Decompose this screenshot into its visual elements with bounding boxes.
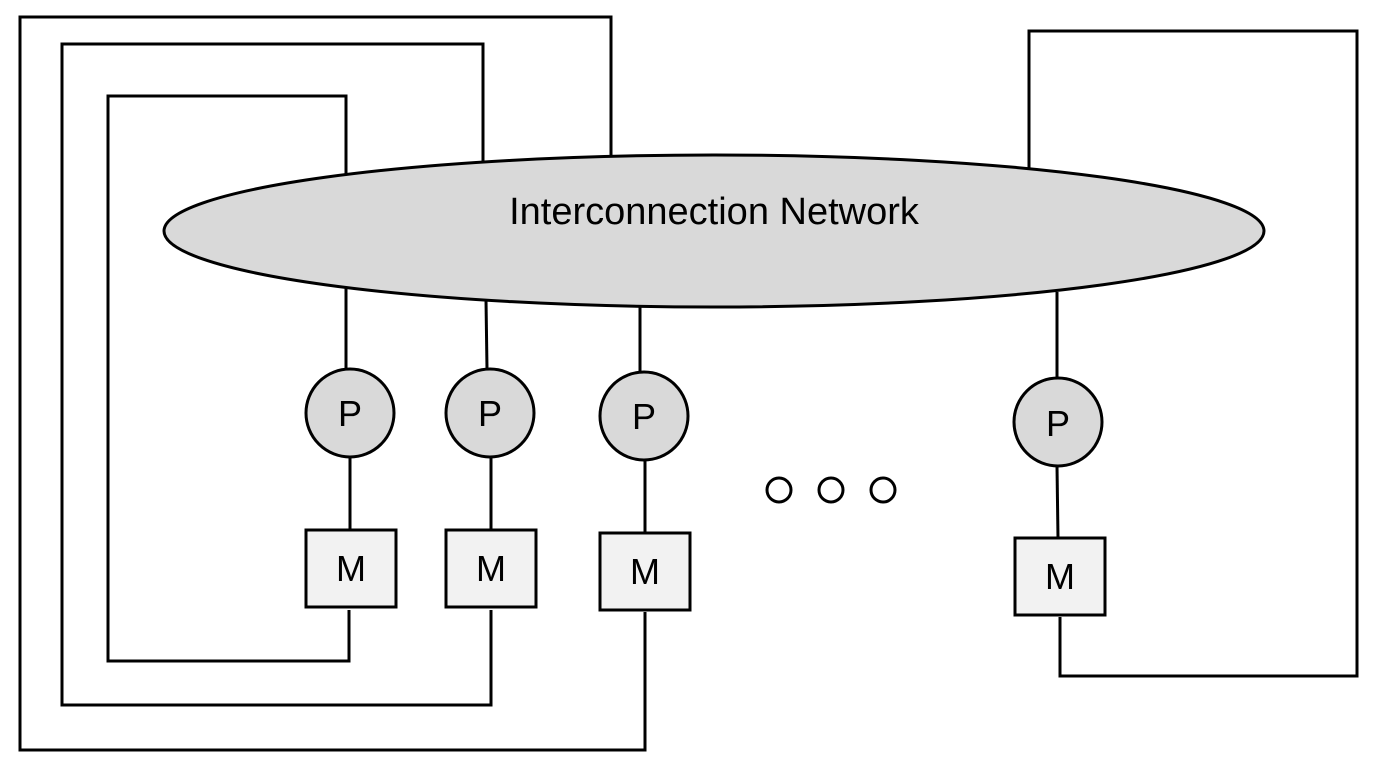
node-3: P M	[598, 307, 692, 612]
ellipsis-icon	[765, 476, 897, 504]
processor-label: P	[478, 393, 502, 434]
network-to-processor-wire	[484, 299, 489, 370]
ellipsis-dot	[869, 476, 897, 504]
processor-label: P	[338, 393, 362, 434]
loop-wires	[18, 15, 1359, 752]
ellipsis-dot	[765, 476, 793, 504]
memory-label: M	[336, 548, 366, 589]
network-label: Interconnection Network	[509, 191, 920, 233]
memory-label: M	[1045, 556, 1075, 597]
processor-to-memory-wire	[1055, 465, 1060, 539]
loop-wire-1	[106, 94, 351, 663]
interconnection-network: Interconnection Network	[162, 153, 1266, 309]
memory-label: M	[476, 548, 506, 589]
network-ellipse	[162, 153, 1266, 309]
memory-node	[304, 528, 398, 609]
memory-node	[598, 531, 692, 612]
loop-wire-2	[60, 42, 493, 707]
ellipsis-dot	[817, 476, 845, 504]
memory-node	[444, 528, 538, 609]
node-1: P M	[304, 288, 398, 609]
memory-label: M	[630, 551, 660, 592]
processor-label: P	[632, 396, 656, 437]
node-2: P M	[444, 299, 538, 609]
loop-wire-4	[1027, 29, 1359, 678]
memory-node	[1013, 536, 1107, 617]
loop-wire-3	[18, 15, 647, 752]
node-4: P M	[1012, 292, 1107, 617]
processor-label: P	[1046, 403, 1070, 444]
